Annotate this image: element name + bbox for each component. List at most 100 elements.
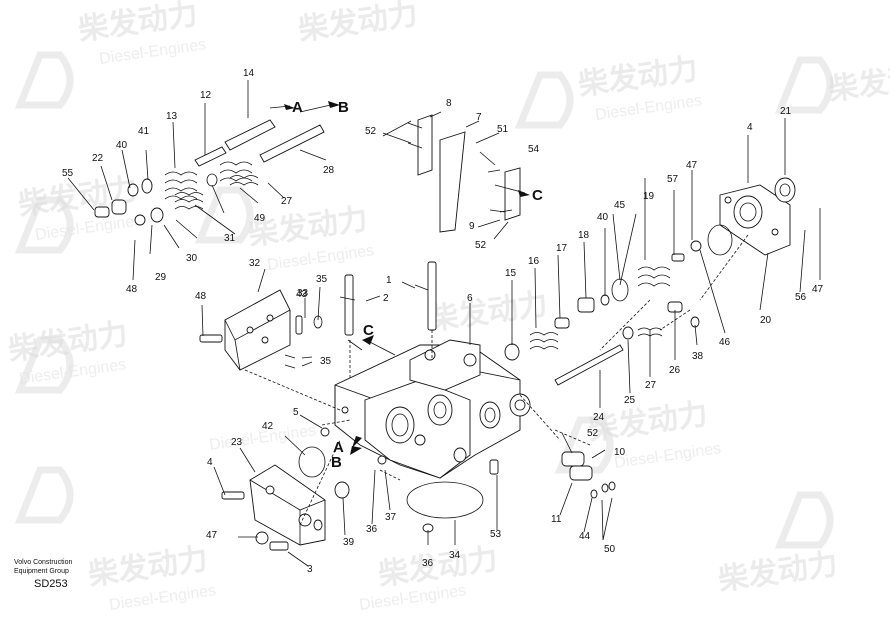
- callout-46: 46: [719, 337, 731, 348]
- callout-16: 16: [528, 256, 540, 267]
- callout-7: 7: [476, 112, 482, 123]
- callout-48: 48: [195, 291, 207, 302]
- watermark-text: 柴发动力: [426, 287, 550, 338]
- arrow-a-body-icon: [352, 436, 362, 448]
- callout-27: 27: [281, 196, 293, 207]
- callout-49: 49: [254, 213, 266, 224]
- callout-38: 38: [692, 351, 704, 362]
- callout-23: 23: [231, 437, 243, 448]
- watermark: 柴发动力 Diesel-Engines 柴发动力 Diesel-Engines …: [6, 0, 890, 614]
- cover-plate: [224, 289, 291, 371]
- callout-52: 52: [475, 240, 487, 251]
- callout-36: 36: [366, 524, 378, 535]
- callout-52: 52: [365, 126, 377, 137]
- callout-28: 28: [323, 165, 335, 176]
- drawing-code: SD253: [34, 578, 68, 590]
- callout-31: 31: [224, 233, 236, 244]
- callout-8: 8: [446, 98, 452, 109]
- footer-maker-line2: Equipment Group: [14, 568, 69, 575]
- callout-6: 6: [467, 293, 473, 304]
- callout-9: 9: [469, 221, 475, 232]
- callout-4: 4: [747, 122, 753, 133]
- callout-51: 51: [497, 124, 509, 135]
- callout-47: 47: [206, 530, 218, 541]
- callout-45: 45: [614, 200, 626, 211]
- callout-20: 20: [760, 315, 772, 326]
- callout-57: 57: [667, 174, 679, 185]
- callout-11: 11: [551, 514, 562, 525]
- callout-12: 12: [200, 90, 212, 101]
- section-letters: A B C C A B: [292, 99, 543, 471]
- callout-55: 55: [62, 168, 74, 179]
- watermark-text: 柴发动力: [826, 57, 890, 108]
- callout-14: 14: [243, 68, 255, 79]
- arrows: [269, 101, 530, 455]
- callout-30: 30: [186, 253, 198, 264]
- letter-a: A: [333, 439, 344, 456]
- callout-47: 47: [812, 284, 824, 295]
- callout-21: 21: [780, 106, 792, 117]
- callout-numbers: 1 2 3 4 4 5 6 7 8 9 10 11 12 13 14 15 16…: [62, 68, 824, 575]
- callout-35: 35: [320, 356, 332, 367]
- callout-53: 53: [490, 529, 502, 540]
- callout-26: 26: [669, 365, 681, 376]
- left-cover: [249, 464, 326, 546]
- callout-22: 22: [92, 153, 104, 164]
- main-valve-body: [334, 339, 531, 479]
- callout-52: 52: [587, 428, 599, 439]
- callout-25: 25: [624, 395, 636, 406]
- callout-42: 42: [262, 421, 274, 432]
- leader-lines: [67, 80, 821, 567]
- watermark-text: 柴发动力: [586, 397, 710, 448]
- letter-a: A: [292, 99, 303, 116]
- watermark-text-en: Diesel-Engines: [613, 440, 722, 472]
- callout-41: 41: [138, 126, 150, 137]
- spool-right: [504, 240, 702, 386]
- callout-44: 44: [579, 531, 591, 542]
- callout-40: 40: [597, 212, 609, 223]
- callout-43: 43: [296, 289, 308, 300]
- callout-29: 29: [155, 272, 167, 283]
- callout-37: 37: [385, 512, 397, 523]
- callout-48: 48: [126, 284, 138, 295]
- callout-15: 15: [505, 268, 517, 279]
- callout-47: 47: [686, 160, 698, 171]
- letter-b: B: [338, 99, 349, 116]
- callout-13: 13: [166, 111, 178, 122]
- callout-50: 50: [604, 544, 616, 555]
- callout-32: 32: [249, 258, 261, 269]
- callout-40: 40: [116, 140, 128, 151]
- footer-maker: Volvo Construction Equipment Group: [14, 558, 72, 576]
- callout-3: 3: [307, 564, 313, 575]
- callout-19: 19: [643, 191, 655, 202]
- callout-35: 35: [316, 274, 328, 285]
- watermark-logo-icon: [14, 51, 834, 549]
- arrow-b-body-icon: [350, 446, 362, 455]
- callout-4: 4: [207, 457, 213, 468]
- callout-36: 36: [422, 558, 434, 569]
- watermark-text: 柴发动力: [296, 0, 420, 48]
- letter-c: C: [532, 187, 543, 204]
- callout-24: 24: [593, 412, 605, 423]
- bracket-assembly: [407, 114, 521, 233]
- footer-maker-line1: Volvo Construction: [14, 559, 73, 566]
- watermark-text: 柴发动力: [716, 547, 840, 598]
- right-flange: [707, 177, 796, 256]
- small-parts-bottom: [199, 261, 616, 551]
- letter-b: B: [331, 454, 342, 471]
- callout-17: 17: [556, 243, 568, 254]
- callout-2: 2: [383, 293, 389, 304]
- callout-33: 33: [297, 288, 309, 299]
- letter-c: C: [363, 322, 374, 339]
- springs-upper-left: [94, 119, 325, 226]
- callout-54: 54: [528, 144, 540, 155]
- callout-39: 39: [343, 537, 355, 548]
- callout-5: 5: [293, 407, 299, 418]
- callout-18: 18: [578, 230, 590, 241]
- callout-27: 27: [645, 380, 657, 391]
- arrow-a-icon: [284, 104, 295, 110]
- arrow-c-icon: [518, 190, 530, 197]
- callout-1: 1: [386, 275, 392, 286]
- callout-10: 10: [614, 447, 626, 458]
